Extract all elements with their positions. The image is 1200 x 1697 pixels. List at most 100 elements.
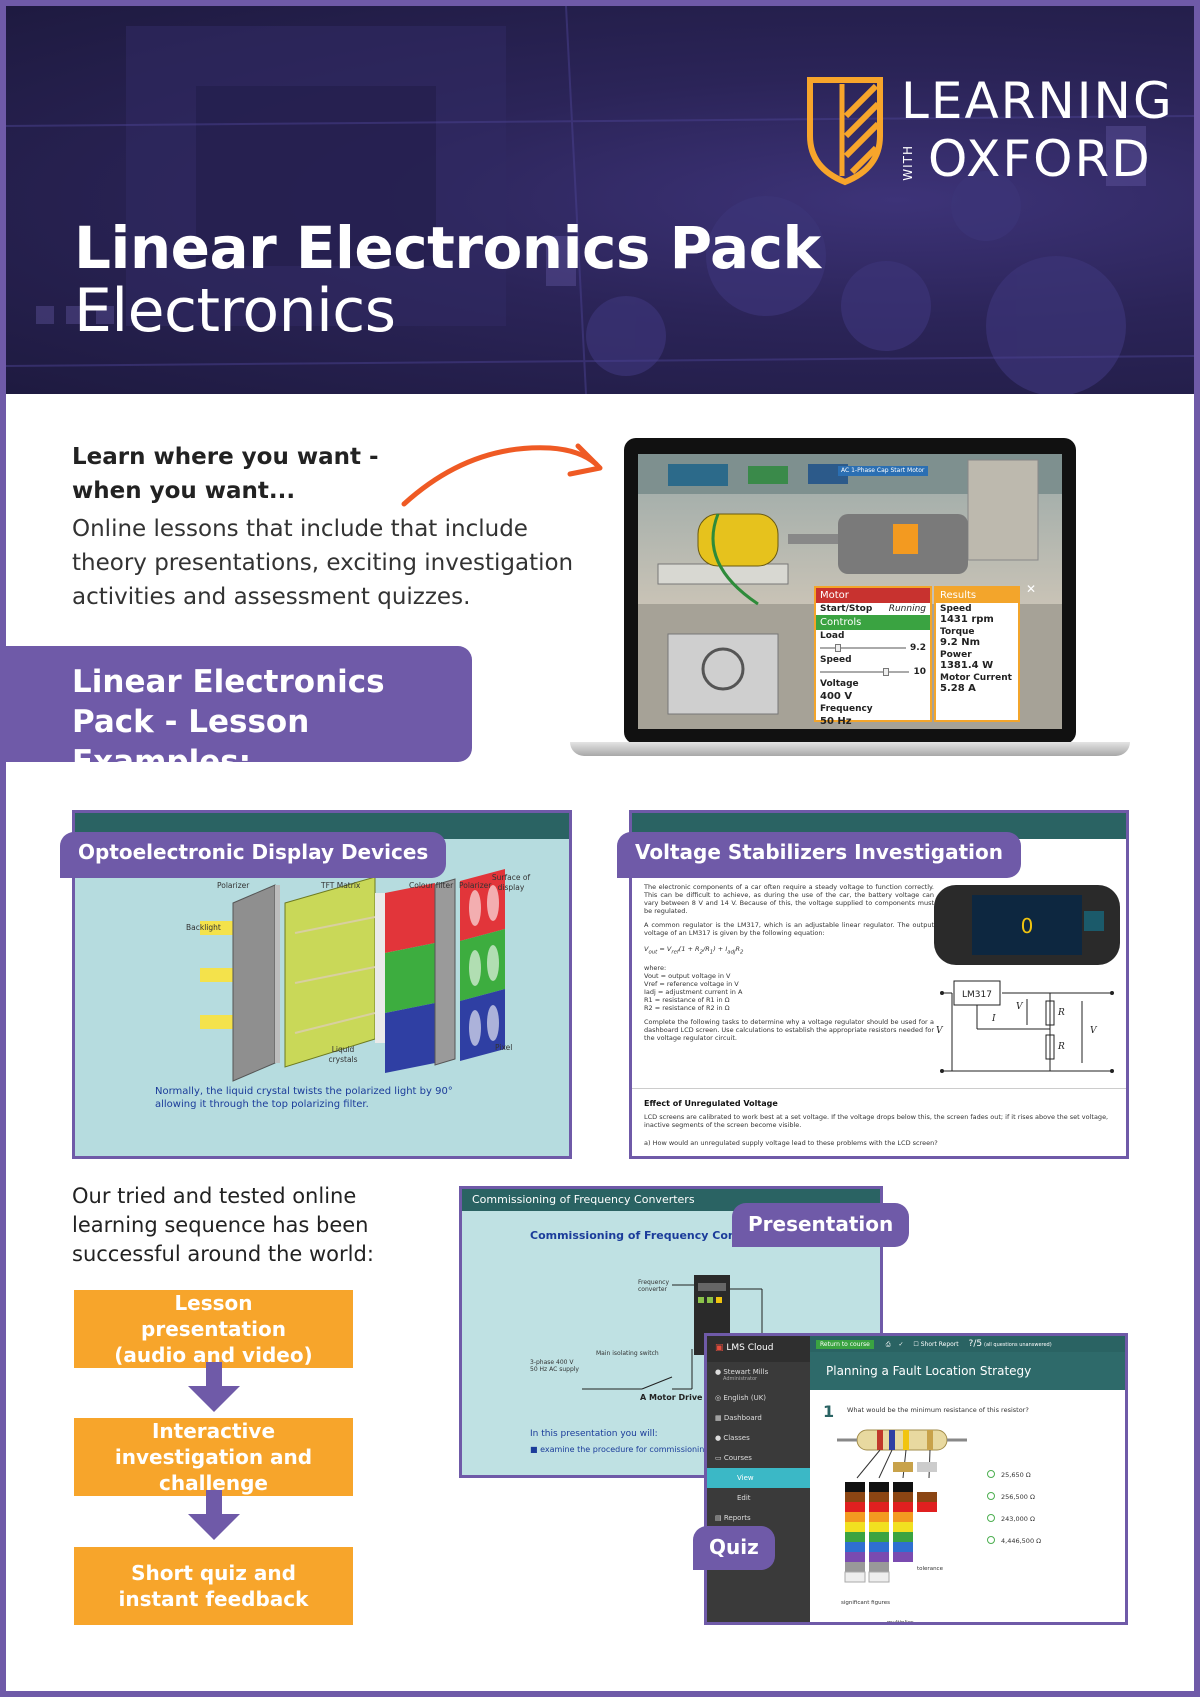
voltage-stabilizers-card[interactable]: The electronic components of a car often… [629, 810, 1129, 1159]
arrow-down-icon [188, 1490, 240, 1540]
result-speed-label: Speed [940, 604, 972, 614]
section-unregulated-voltage: Effect of Unregulated Voltage [644, 1099, 778, 1108]
lms-user-name: Stewart Mills [723, 1368, 769, 1376]
nav-classes[interactable]: ● Classes [715, 1434, 750, 1442]
intro-body: Online lessons that include that include… [72, 516, 574, 610]
answer-option-4[interactable]: 4,446,500 Ω [987, 1536, 1041, 1545]
speed-label: Speed [820, 655, 852, 665]
close-icon[interactable]: ✕ [1026, 582, 1037, 596]
significant-figures-label: significant figures [841, 1600, 890, 1606]
sequence-intro: Our tried and tested online learning seq… [72, 1184, 374, 1266]
nav-reports[interactable]: ▤ Reports [715, 1514, 751, 1522]
svg-text:V: V [1090, 1026, 1098, 1036]
nav-language[interactable]: ◎ English (UK) [715, 1394, 767, 1402]
short-report-toggle[interactable]: ☐ Short Report [913, 1341, 959, 1348]
logo-with: WITH [901, 145, 915, 181]
label-liquid-crystals: Liquid crystals [328, 1045, 358, 1064]
voltage-def-3: Iadj = adjustment current in A [644, 988, 743, 997]
result-power-value: 1381.4 W [940, 660, 994, 671]
presentation-bullet-text: examine the procedure for commissioning [540, 1445, 710, 1454]
voltage-value: 400 V [820, 691, 853, 702]
shield-logo-icon [807, 77, 883, 186]
motor-badge: AC 1-Phase Cap Start Motor [838, 466, 928, 476]
learning-with-oxford-logo: LEARNING WITH OXFORD [806, 72, 1172, 188]
lesson-examples-banner [0, 646, 472, 762]
tolerance-label: tolerance [917, 1566, 943, 1572]
nav-reports-label: Reports [723, 1514, 751, 1522]
svg-text:V: V [936, 1026, 944, 1036]
nav-view[interactable]: View [707, 1468, 810, 1488]
start-stop-button[interactable]: Start/Stop [820, 604, 873, 614]
step-short-quiz: Short quiz and instant feedback [74, 1547, 353, 1625]
load-value: 9.2 [910, 643, 926, 653]
frequency-value: 50 Hz [820, 716, 852, 727]
laptop-mockup: AC 1-Phase Cap Start Motor Motor Start/S… [570, 438, 1130, 768]
voltage-para4: LCD screens are calibrated to work best … [644, 1113, 1109, 1129]
circuit-board-background [6, 6, 1194, 394]
curved-arrow-icon [401, 443, 603, 507]
voltage-para2: A common regulator is the LM317, which i… [644, 921, 934, 937]
lms-app-name: LMS Cloud [726, 1343, 774, 1353]
svg-text:R: R [1057, 1008, 1065, 1018]
answer-option-3[interactable]: 243,000 Ω [987, 1514, 1035, 1523]
svg-text:R: R [1057, 1042, 1065, 1052]
motor-label: Motor [816, 588, 930, 603]
svg-text:V: V [1016, 1002, 1024, 1012]
svg-text:0: 0 [1021, 914, 1034, 938]
lms-user-role: Administrator [723, 1376, 758, 1382]
nav-edit[interactable]: Edit [707, 1488, 810, 1508]
short-report-label: Short Report [920, 1341, 959, 1348]
question-text: What would be the minimum resistance of … [847, 1406, 1029, 1414]
label-pixel: Pixel [495, 1043, 513, 1052]
lms-logo-icon: ▣ [715, 1343, 727, 1353]
lcd-layers-diagram [200, 869, 505, 1082]
nav-language-label: English (UK) [723, 1394, 767, 1402]
quiz-score: ?/5 [968, 1339, 983, 1349]
step-interactive-investigation: Interactive investigation and challenge [74, 1418, 353, 1496]
return-to-course-button[interactable]: Return to course [816, 1340, 874, 1349]
main-switch-label: Main isolating switch [596, 1350, 659, 1357]
lm317-chip-label: LM317 [962, 990, 992, 1000]
voltage-equation: Vout = Vref(1 + R2/R1) + IadjR2 [644, 945, 744, 956]
check-icon[interactable]: ✓ [898, 1341, 904, 1348]
presentation-bullet: ■ examine the procedure for commissionin… [530, 1445, 710, 1454]
question-number: 1 [823, 1402, 835, 1421]
load-slider[interactable] [820, 644, 907, 652]
voltage-def-5: R2 = resistance of R2 in Ω [644, 1004, 730, 1013]
result-power-label: Power [940, 650, 972, 660]
logo-line2: OXFORD [928, 130, 1152, 188]
quiz-title: Planning a Fault Location Strategy [810, 1352, 1125, 1390]
step-2-label: Interactive investigation and challenge [114, 1419, 313, 1495]
step-1-label: Lesson presentation (audio and video) [114, 1291, 313, 1367]
answer-option-1[interactable]: 25,650 Ω [987, 1470, 1031, 1479]
voltage-para3: Complete the following tasks to determin… [644, 1018, 935, 1043]
motor-panel: Motor Start/Stop Running Controls Load 9… [814, 586, 932, 727]
page-subtitle: Electronics [74, 276, 396, 346]
result-current-label: Motor Current [940, 673, 1012, 683]
nav-classes-label: Classes [723, 1434, 750, 1442]
voltage-para1: The electronic components of a car often… [644, 883, 934, 915]
quiz-tag: Quiz [693, 1526, 775, 1570]
answer-option-2[interactable]: 256,500 Ω [987, 1492, 1035, 1501]
arrow-down-icon [188, 1362, 240, 1412]
print-icon[interactable]: ⎙ [885, 1341, 891, 1348]
motor-simulation[interactable]: AC 1-Phase Cap Start Motor Motor Start/S… [638, 454, 1062, 729]
speed-slider[interactable] [820, 668, 910, 676]
presentation-tag: Presentation [732, 1203, 910, 1247]
running-status: Running [888, 604, 926, 614]
nav-view-label: View [737, 1474, 754, 1482]
resistor-colour-chart [837, 1429, 967, 1583]
voltage-def-2: Vref = reference voltage in V [644, 980, 739, 989]
label-surface: Surface of display [491, 873, 531, 892]
nav-courses[interactable]: ▭ Courses [715, 1454, 752, 1462]
multiplier-label: multiplier [887, 1620, 914, 1625]
opto-caption: Normally, the liquid crystal twists the … [155, 1086, 453, 1110]
speed-value: 10 [913, 667, 926, 677]
frequency-converter-label: Frequency converter [638, 1279, 669, 1293]
nav-dashboard[interactable]: ▦ Dashboard [715, 1414, 762, 1422]
voltage-question: a) How would an unregulated supply volta… [644, 1139, 938, 1147]
